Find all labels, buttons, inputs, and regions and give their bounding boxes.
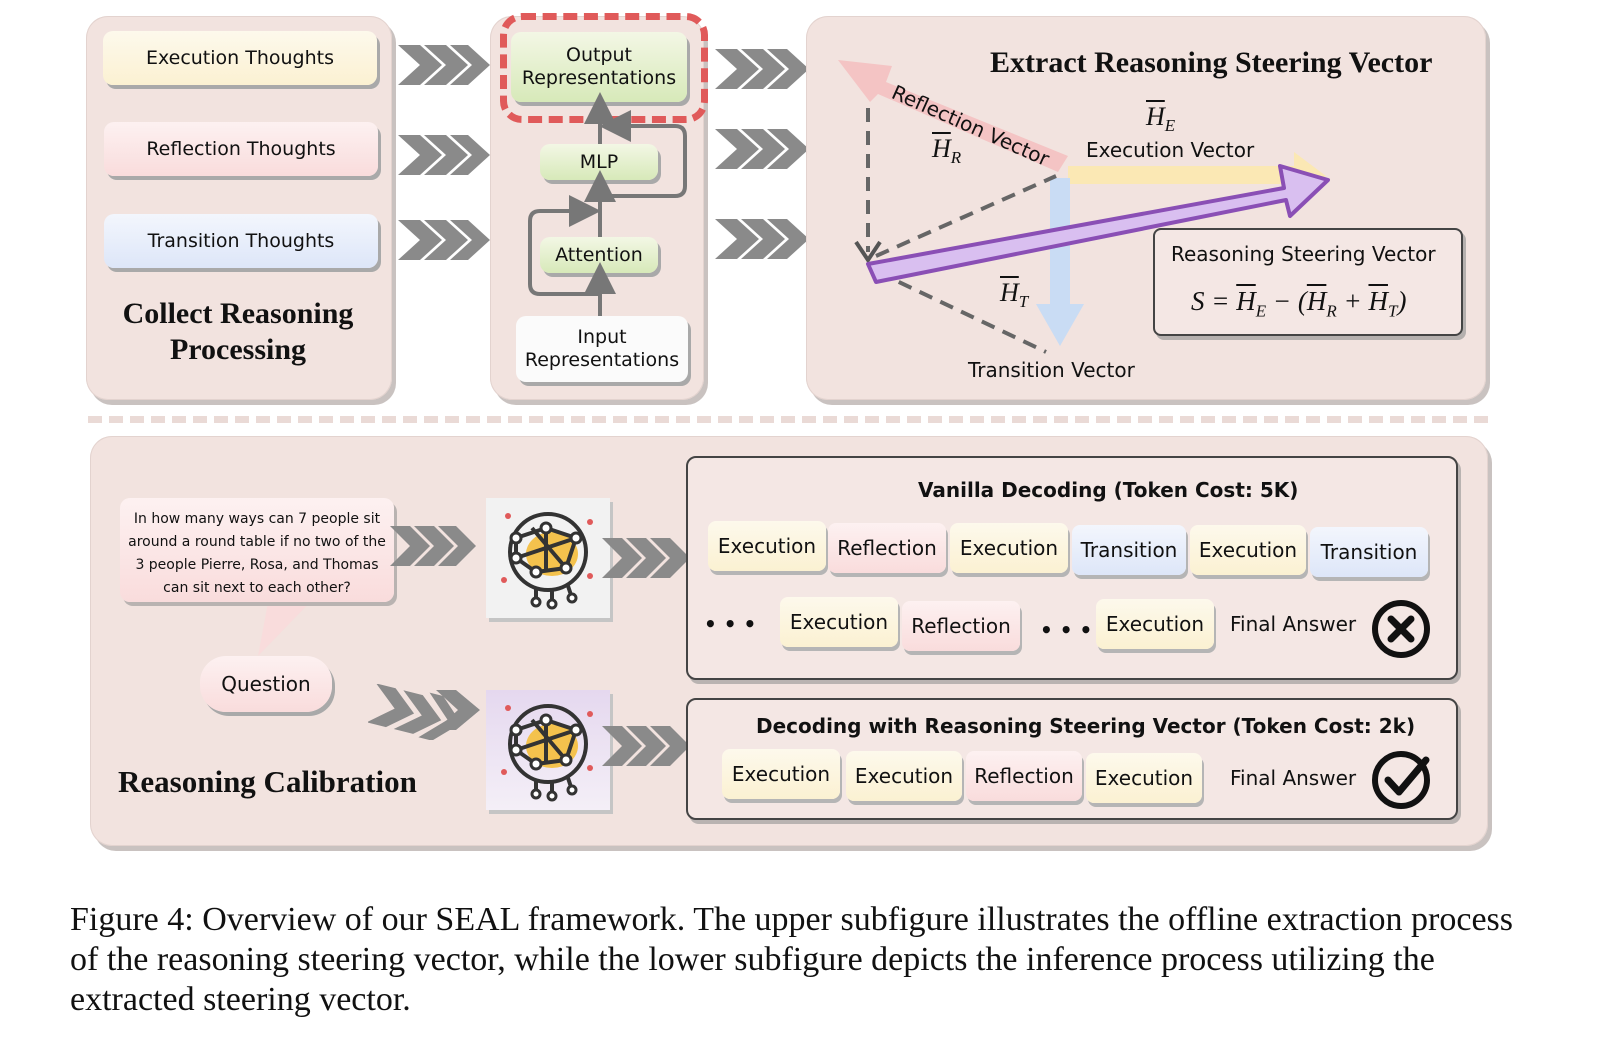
- vanilla-token-8: Reflection: [902, 601, 1020, 651]
- brain-icon: [501, 512, 593, 610]
- vanilla-token-9: Execution: [1096, 599, 1214, 649]
- chevron-row1: [398, 45, 490, 85]
- dashed-diag-up: [875, 174, 1057, 258]
- chevron-row1b: [715, 49, 809, 89]
- steer-token-1: Execution: [722, 749, 840, 799]
- vanilla-ellipsis-2: • • •: [1040, 618, 1093, 642]
- hr-label: HR: [932, 134, 961, 168]
- vector-diagram: [838, 60, 1330, 354]
- vanilla-token-5: Execution: [1190, 525, 1306, 575]
- chevron-row2b: [715, 129, 809, 169]
- residual-attention: [528, 195, 601, 296]
- chevrons-question-lower: [368, 684, 462, 740]
- ht-sub: T: [1018, 292, 1029, 312]
- execution-vector-arrow: [1068, 152, 1326, 194]
- chevron-row3: [398, 220, 490, 260]
- steer-token-2: Execution: [846, 751, 962, 801]
- steer-title: Decoding with Reasoning Steering Vector …: [756, 714, 1416, 738]
- dashed-arrowhead: [854, 240, 882, 264]
- output-representations-box: Output Representations: [511, 32, 687, 102]
- steering-formula: S = HE − (HR + HT): [1191, 286, 1407, 321]
- transition-thoughts-box: Transition Thoughts: [104, 214, 378, 268]
- vanilla-token-4: Transition: [1072, 525, 1186, 575]
- chevron-llm2-to-steer: [602, 726, 690, 766]
- question-label: Question: [200, 656, 332, 712]
- llm-brain-icon-bottom: [486, 690, 610, 810]
- steer-token-4: Execution: [1086, 753, 1202, 803]
- he-sub: E: [1164, 116, 1176, 136]
- extract-panel: [806, 16, 1486, 400]
- hr-sub: R: [950, 148, 962, 168]
- residual-mlp: [599, 110, 687, 198]
- speech-bubble-tail: [258, 592, 320, 656]
- dashed-diag-down: [877, 270, 1047, 354]
- chevron-row2: [398, 135, 490, 175]
- vanilla-token-3: Execution: [950, 523, 1068, 573]
- vanilla-token-6: Transition: [1310, 527, 1428, 577]
- question-text: In how many ways can 7 people sit around…: [128, 511, 386, 596]
- chevron-question-to-llm: [390, 526, 476, 566]
- collect-title-line1: Collect Reasoning: [122, 297, 354, 330]
- vanilla-ellipsis-1: • • •: [704, 612, 757, 636]
- question-bubble: In how many ways can 7 people sit around…: [120, 498, 394, 602]
- steering-label: Reasoning Steering Vector: [1171, 242, 1436, 266]
- output-line1: Output: [566, 44, 632, 67]
- input-line2: Representations: [524, 349, 680, 371]
- input-line1: Input: [577, 326, 627, 349]
- transition-vector-label: Transition Vector: [968, 358, 1135, 382]
- ht-label: HT: [1000, 278, 1028, 312]
- figure-caption: Figure 4: Overview of our SEAL framework…: [70, 901, 1514, 1018]
- output-line2: Representations: [521, 67, 677, 89]
- x-circle-icon: [1372, 600, 1430, 658]
- vanilla-final-answer: Final Answer: [1230, 612, 1357, 636]
- reflection-thoughts-box: Reflection Thoughts: [104, 122, 378, 176]
- reflection-vector-arrow: [838, 60, 1068, 172]
- collect-title-line2: Processing: [169, 333, 307, 366]
- chevrons-model-extract: [715, 49, 809, 259]
- ht-symbol: H: [1000, 278, 1019, 307]
- collect-title: Collect Reasoning Processing: [100, 296, 376, 368]
- extract-title: Extract Reasoning Steering Vector: [990, 46, 1433, 79]
- section-divider: [88, 416, 1488, 423]
- transition-vector-arrow: [1036, 178, 1084, 346]
- model-arrows: [528, 92, 687, 316]
- llm-brain-icon-top: [486, 498, 610, 618]
- vanilla-token-7: Execution: [780, 597, 898, 647]
- steering-box: Reasoning Steering Vector S = HE − (HR +…: [1153, 228, 1463, 336]
- calibration-title: Reasoning Calibration: [118, 764, 417, 799]
- chevron-question-to-llm2: [436, 690, 480, 730]
- hr-symbol: H: [932, 134, 951, 163]
- input-representations-box: Input Representations: [516, 316, 688, 382]
- vanilla-title: Vanilla Decoding (Token Cost: 5K): [918, 478, 1299, 502]
- vanilla-token-1: Execution: [708, 521, 826, 571]
- execution-thoughts-box: Execution Thoughts: [103, 31, 377, 85]
- chevrons-collect-model: [398, 45, 490, 260]
- chevrons-bottom: [390, 526, 690, 766]
- vanilla-token-2: Reflection: [828, 523, 946, 573]
- chevron-llm-to-vanilla: [602, 538, 690, 578]
- steering-vector-arrow: [866, 164, 1330, 284]
- execution-vector-label: Execution Vector: [1086, 138, 1255, 162]
- he-label: HE: [1146, 102, 1175, 136]
- steer-final-answer: Final Answer: [1230, 766, 1357, 790]
- brain-icon: [501, 704, 593, 802]
- chevron-row3b: [715, 219, 809, 259]
- he-symbol: H: [1146, 102, 1165, 131]
- steer-token-3: Reflection: [966, 751, 1082, 801]
- check-circle-icon: [1372, 751, 1430, 809]
